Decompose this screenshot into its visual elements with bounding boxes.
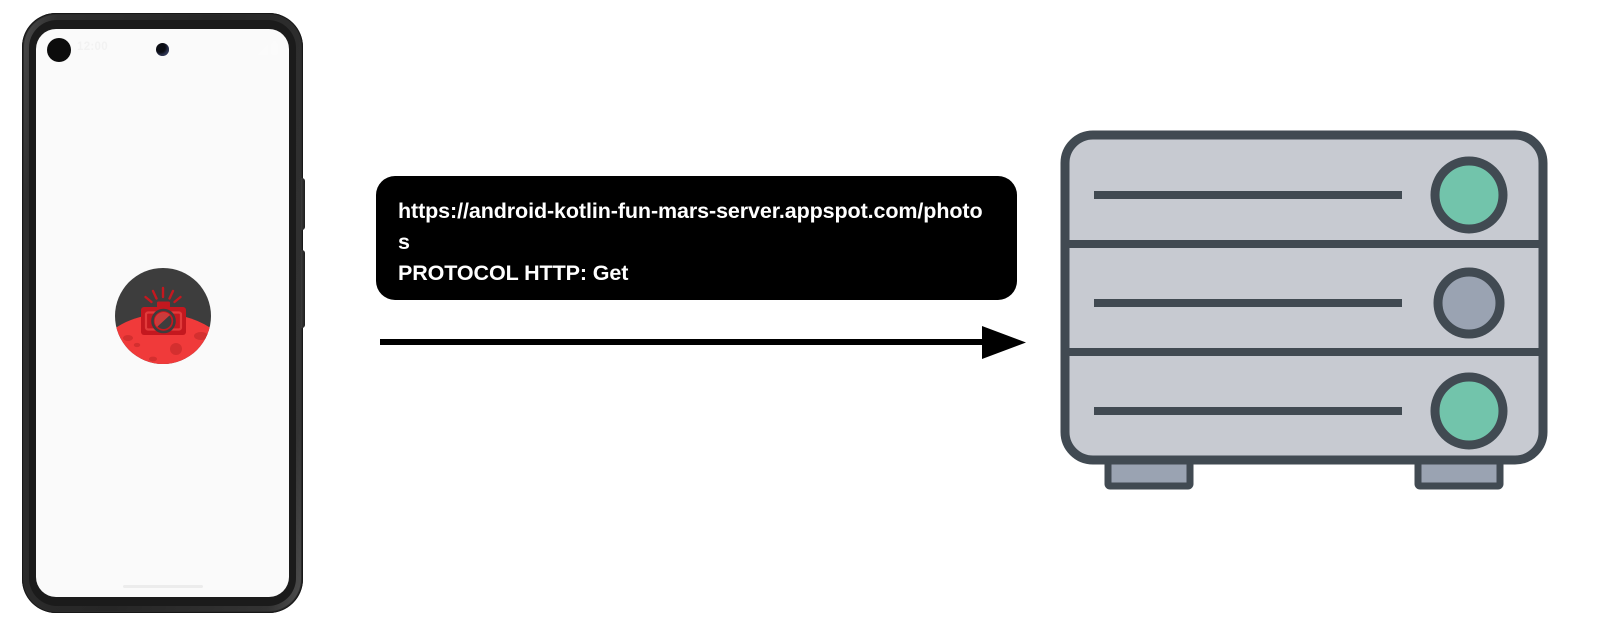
notification-dot-icon — [47, 38, 71, 62]
request-direction-arrow — [378, 322, 1026, 362]
signal-bars-icon — [258, 45, 268, 55]
web-server-illustration — [1060, 130, 1548, 498]
phone-power-button[interactable] — [301, 178, 305, 230]
punch-hole-camera-icon — [156, 43, 169, 56]
request-protocol-text: PROTOCOL HTTP: Get — [398, 261, 629, 285]
rack-slot-2 — [1094, 267, 1505, 339]
request-url-text: https://android-kotlin-fun-mars-server.a… — [398, 199, 983, 254]
status-bar-time: 12:00 — [77, 41, 108, 53]
http-request-tooltip: https://android-kotlin-fun-mars-server.a… — [376, 176, 1017, 300]
status-bar: 12:00 — [36, 29, 289, 65]
gesture-navigation-bar[interactable] — [122, 585, 203, 588]
mars-photos-app-icon[interactable] — [113, 266, 213, 366]
rack-slot-3 — [1094, 372, 1508, 450]
battery-icon — [271, 41, 278, 55]
status-bar-icons — [258, 41, 278, 55]
phone-screen[interactable]: 12:00 — [36, 29, 289, 597]
phone-volume-button[interactable] — [301, 250, 305, 328]
phone-outer-frame: 12:00 — [22, 13, 305, 613]
rack-slot-1 — [1094, 156, 1508, 234]
android-phone-mockup: 12:00 — [22, 13, 305, 613]
